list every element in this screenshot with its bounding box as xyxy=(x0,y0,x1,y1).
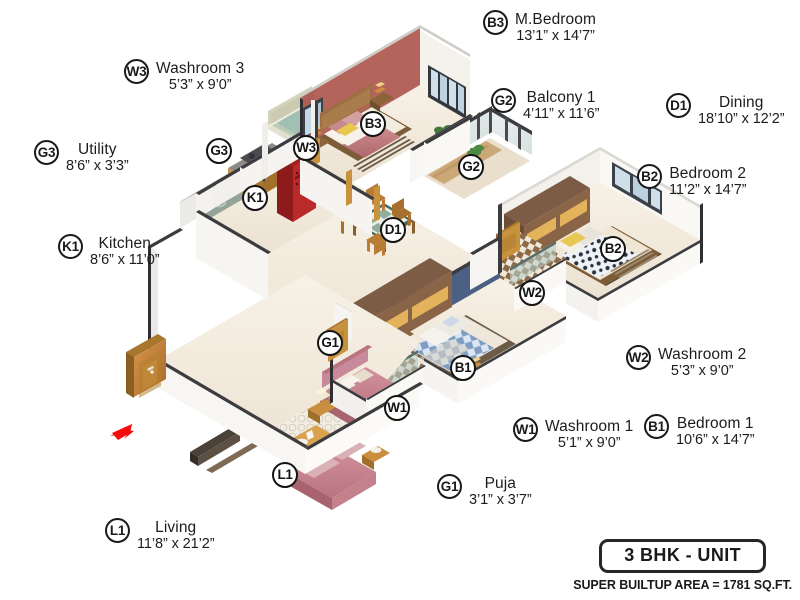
plan-marker-g2[interactable]: G2 xyxy=(458,154,484,180)
callout-balcony-1[interactable]: G2 Balcony 1 4’11” x 11’6” xyxy=(491,88,599,123)
callout-dim-b2: 11’2” x 14’7” xyxy=(669,182,747,198)
entrance-direction-arrow xyxy=(110,424,134,440)
callout-badge-k1: K1 xyxy=(58,234,83,259)
callout-washroom-3[interactable]: W3 Washroom 3 5’3” x 9’0” xyxy=(124,59,244,94)
plan-marker-k1[interactable]: K1 xyxy=(242,185,268,211)
callout-badge-w3: W3 xyxy=(124,59,149,84)
callout-dim-w2: 5’3” x 9’0” xyxy=(670,363,734,379)
callout-badge-d1: D1 xyxy=(666,93,691,118)
plan-marker-w3[interactable]: W3 xyxy=(293,135,319,161)
callout-dim-d1: 18’10” x 12’2” xyxy=(698,111,785,127)
callout-badge-l1: L1 xyxy=(105,518,130,543)
plan-marker-g1[interactable]: G1 xyxy=(317,330,343,356)
callout-badge-g1: G1 xyxy=(437,474,462,499)
plan-marker-g3[interactable]: G3 xyxy=(206,138,232,164)
callout-utility[interactable]: G3 Utility 8’6” x 3’3” xyxy=(34,140,129,175)
callout-room-b3: M.Bedroom xyxy=(515,11,597,28)
callout-room-k1: Kitchen xyxy=(98,235,151,252)
callout-washroom-1[interactable]: W1 Washroom 1 5’1” x 9’0” xyxy=(513,417,633,452)
plan-marker-w2[interactable]: W2 xyxy=(519,280,545,306)
callout-room-d1: Dining xyxy=(718,94,764,111)
callout-dim-k1: 8’6” x 11’0” xyxy=(90,252,160,268)
callout-bedroom-2[interactable]: B2 Bedroom 2 11’2” x 14’7” xyxy=(637,164,747,199)
super-builtup-area-label: SUPER BUILTUP AREA = 1781 SQ.FT. xyxy=(573,578,792,592)
plan-marker-d1[interactable]: D1 xyxy=(380,217,406,243)
callout-dim-g3: 8’6” x 3’3” xyxy=(66,158,129,174)
callout-badge-b1: B1 xyxy=(644,414,669,439)
callout-badge-g2: G2 xyxy=(491,88,516,113)
callout-room-g1: Puja xyxy=(484,475,516,492)
main-entrance-door xyxy=(126,334,166,398)
callout-puja[interactable]: G1 Puja 3’1” x 3’7” xyxy=(437,474,532,509)
callout-washroom-2[interactable]: W2 Washroom 2 5’3” x 9’0” xyxy=(626,345,746,380)
callout-badge-g3: G3 xyxy=(34,140,59,165)
callout-room-w1: Washroom 1 xyxy=(545,418,634,435)
callout-master-bedroom[interactable]: B3 M.Bedroom 13’1” x 14’7” xyxy=(483,10,596,45)
plan-marker-b3[interactable]: B3 xyxy=(360,111,386,137)
callout-room-b2: Bedroom 2 xyxy=(669,165,747,182)
plan-marker-b1[interactable]: B1 xyxy=(450,355,476,381)
callout-room-g2: Balcony 1 xyxy=(526,89,596,106)
plan-marker-w1[interactable]: W1 xyxy=(384,395,410,421)
callout-dim-g2: 4’11” x 11’6” xyxy=(523,106,600,122)
plan-marker-l1[interactable]: L1 xyxy=(272,462,298,488)
callout-dim-w3: 5’3” x 9’0” xyxy=(168,77,232,93)
walls xyxy=(126,98,703,474)
callout-room-b1: Bedroom 1 xyxy=(676,415,754,432)
callout-dining[interactable]: D1 Dining 18’10” x 12’2” xyxy=(666,93,785,128)
callout-badge-b3: B3 xyxy=(483,10,508,35)
unit-type-label: 3 BHK - UNIT xyxy=(599,539,767,573)
callout-dim-w1: 5’1” x 9’0” xyxy=(557,435,621,451)
callout-dim-l1: 11’8” x 21’2” xyxy=(137,536,215,552)
callout-dim-g1: 3’1” x 3’7” xyxy=(469,492,532,508)
plan-marker-b2[interactable]: B2 xyxy=(600,236,626,262)
callout-living[interactable]: L1 Living 11’8” x 21’2” xyxy=(105,518,215,553)
callout-kitchen[interactable]: K1 Kitchen 8’6” x 11’0” xyxy=(58,234,160,269)
callout-dim-b3: 13’1” x 14’7” xyxy=(516,28,595,44)
callout-badge-w2: W2 xyxy=(626,345,651,370)
callout-bedroom-1[interactable]: B1 Bedroom 1 10’6” x 14’7” xyxy=(644,414,755,449)
callout-room-w3: Washroom 3 xyxy=(156,60,245,77)
callout-dim-b1: 10’6” x 14’7” xyxy=(676,432,755,448)
callout-badge-w1: W1 xyxy=(513,417,538,442)
callout-badge-b2: B2 xyxy=(637,164,662,189)
callout-room-g3: Utility xyxy=(77,141,117,158)
callout-room-w2: Washroom 2 xyxy=(658,346,747,363)
title-block: 3 BHK - UNIT SUPER BUILTUP AREA = 1781 S… xyxy=(573,539,792,592)
callout-room-l1: Living xyxy=(155,519,197,536)
